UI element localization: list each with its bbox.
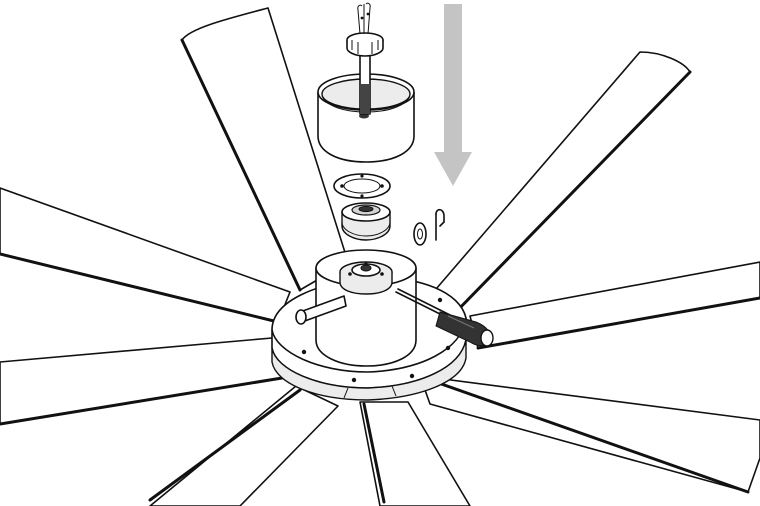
down-arrow-icon: [434, 4, 472, 186]
mounting-ring: [334, 174, 390, 198]
ceiling-fan-blade: [470, 262, 760, 348]
ceiling-fan-blade: [360, 402, 470, 506]
ceiling-fan-blade: [0, 188, 290, 322]
ceiling-fan-blade: [420, 376, 760, 492]
washer: [414, 223, 426, 245]
ceiling-fan-blade: [150, 386, 338, 506]
bearing-collar: [342, 203, 390, 240]
ceiling-fan-blade: [0, 338, 282, 424]
cotter-pin: [436, 210, 444, 240]
ceiling-fan-blade: [430, 52, 690, 316]
